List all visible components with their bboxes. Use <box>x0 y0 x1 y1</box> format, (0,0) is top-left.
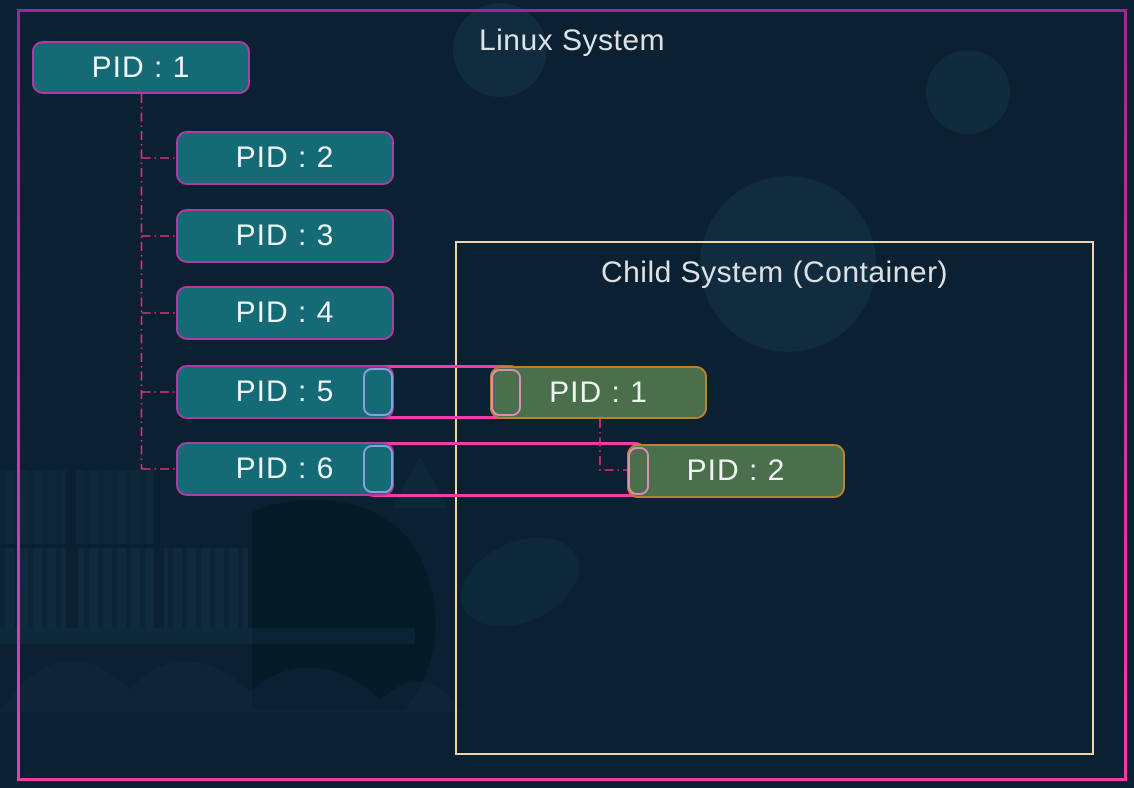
host-pid-6-label: PID : 6 <box>235 452 335 485</box>
host-pid-3-label: PID : 3 <box>235 219 335 252</box>
pid6-to-container-pid2-tube <box>362 442 647 497</box>
host-pid-6-box: PID : 6 <box>176 442 394 496</box>
host-pid-2-label: PID : 2 <box>235 141 335 174</box>
host-pid-4-box: PID : 4 <box>176 286 394 340</box>
container-pid1-port <box>491 369 521 416</box>
container-pid-1-label: PID : 1 <box>549 375 648 409</box>
container-pid-2-label: PID : 2 <box>686 454 786 487</box>
child-system-box <box>455 241 1094 755</box>
container-pid-2-box: PID : 2 <box>627 444 845 498</box>
host-pid-5-box: PID : 5 <box>176 365 394 419</box>
host-pid-5-label: PID : 5 <box>235 375 335 408</box>
host-pid-2-box: PID : 2 <box>176 131 394 185</box>
host-pid6-port <box>363 445 393 493</box>
linux-system-title: Linux System <box>478 24 666 57</box>
host-pid-1-label: PID : 1 <box>91 50 191 84</box>
host-pid-4-label: PID : 4 <box>235 296 335 329</box>
host-pid5-port <box>363 368 393 416</box>
child-system-title: Child System (Container) <box>600 256 949 289</box>
container-pid2-port <box>628 447 649 495</box>
host-pid-3-box: PID : 3 <box>176 209 394 263</box>
container-pid-1-box: PID : 1 <box>490 366 707 419</box>
host-pid-1-box: PID : 1 <box>32 41 250 94</box>
